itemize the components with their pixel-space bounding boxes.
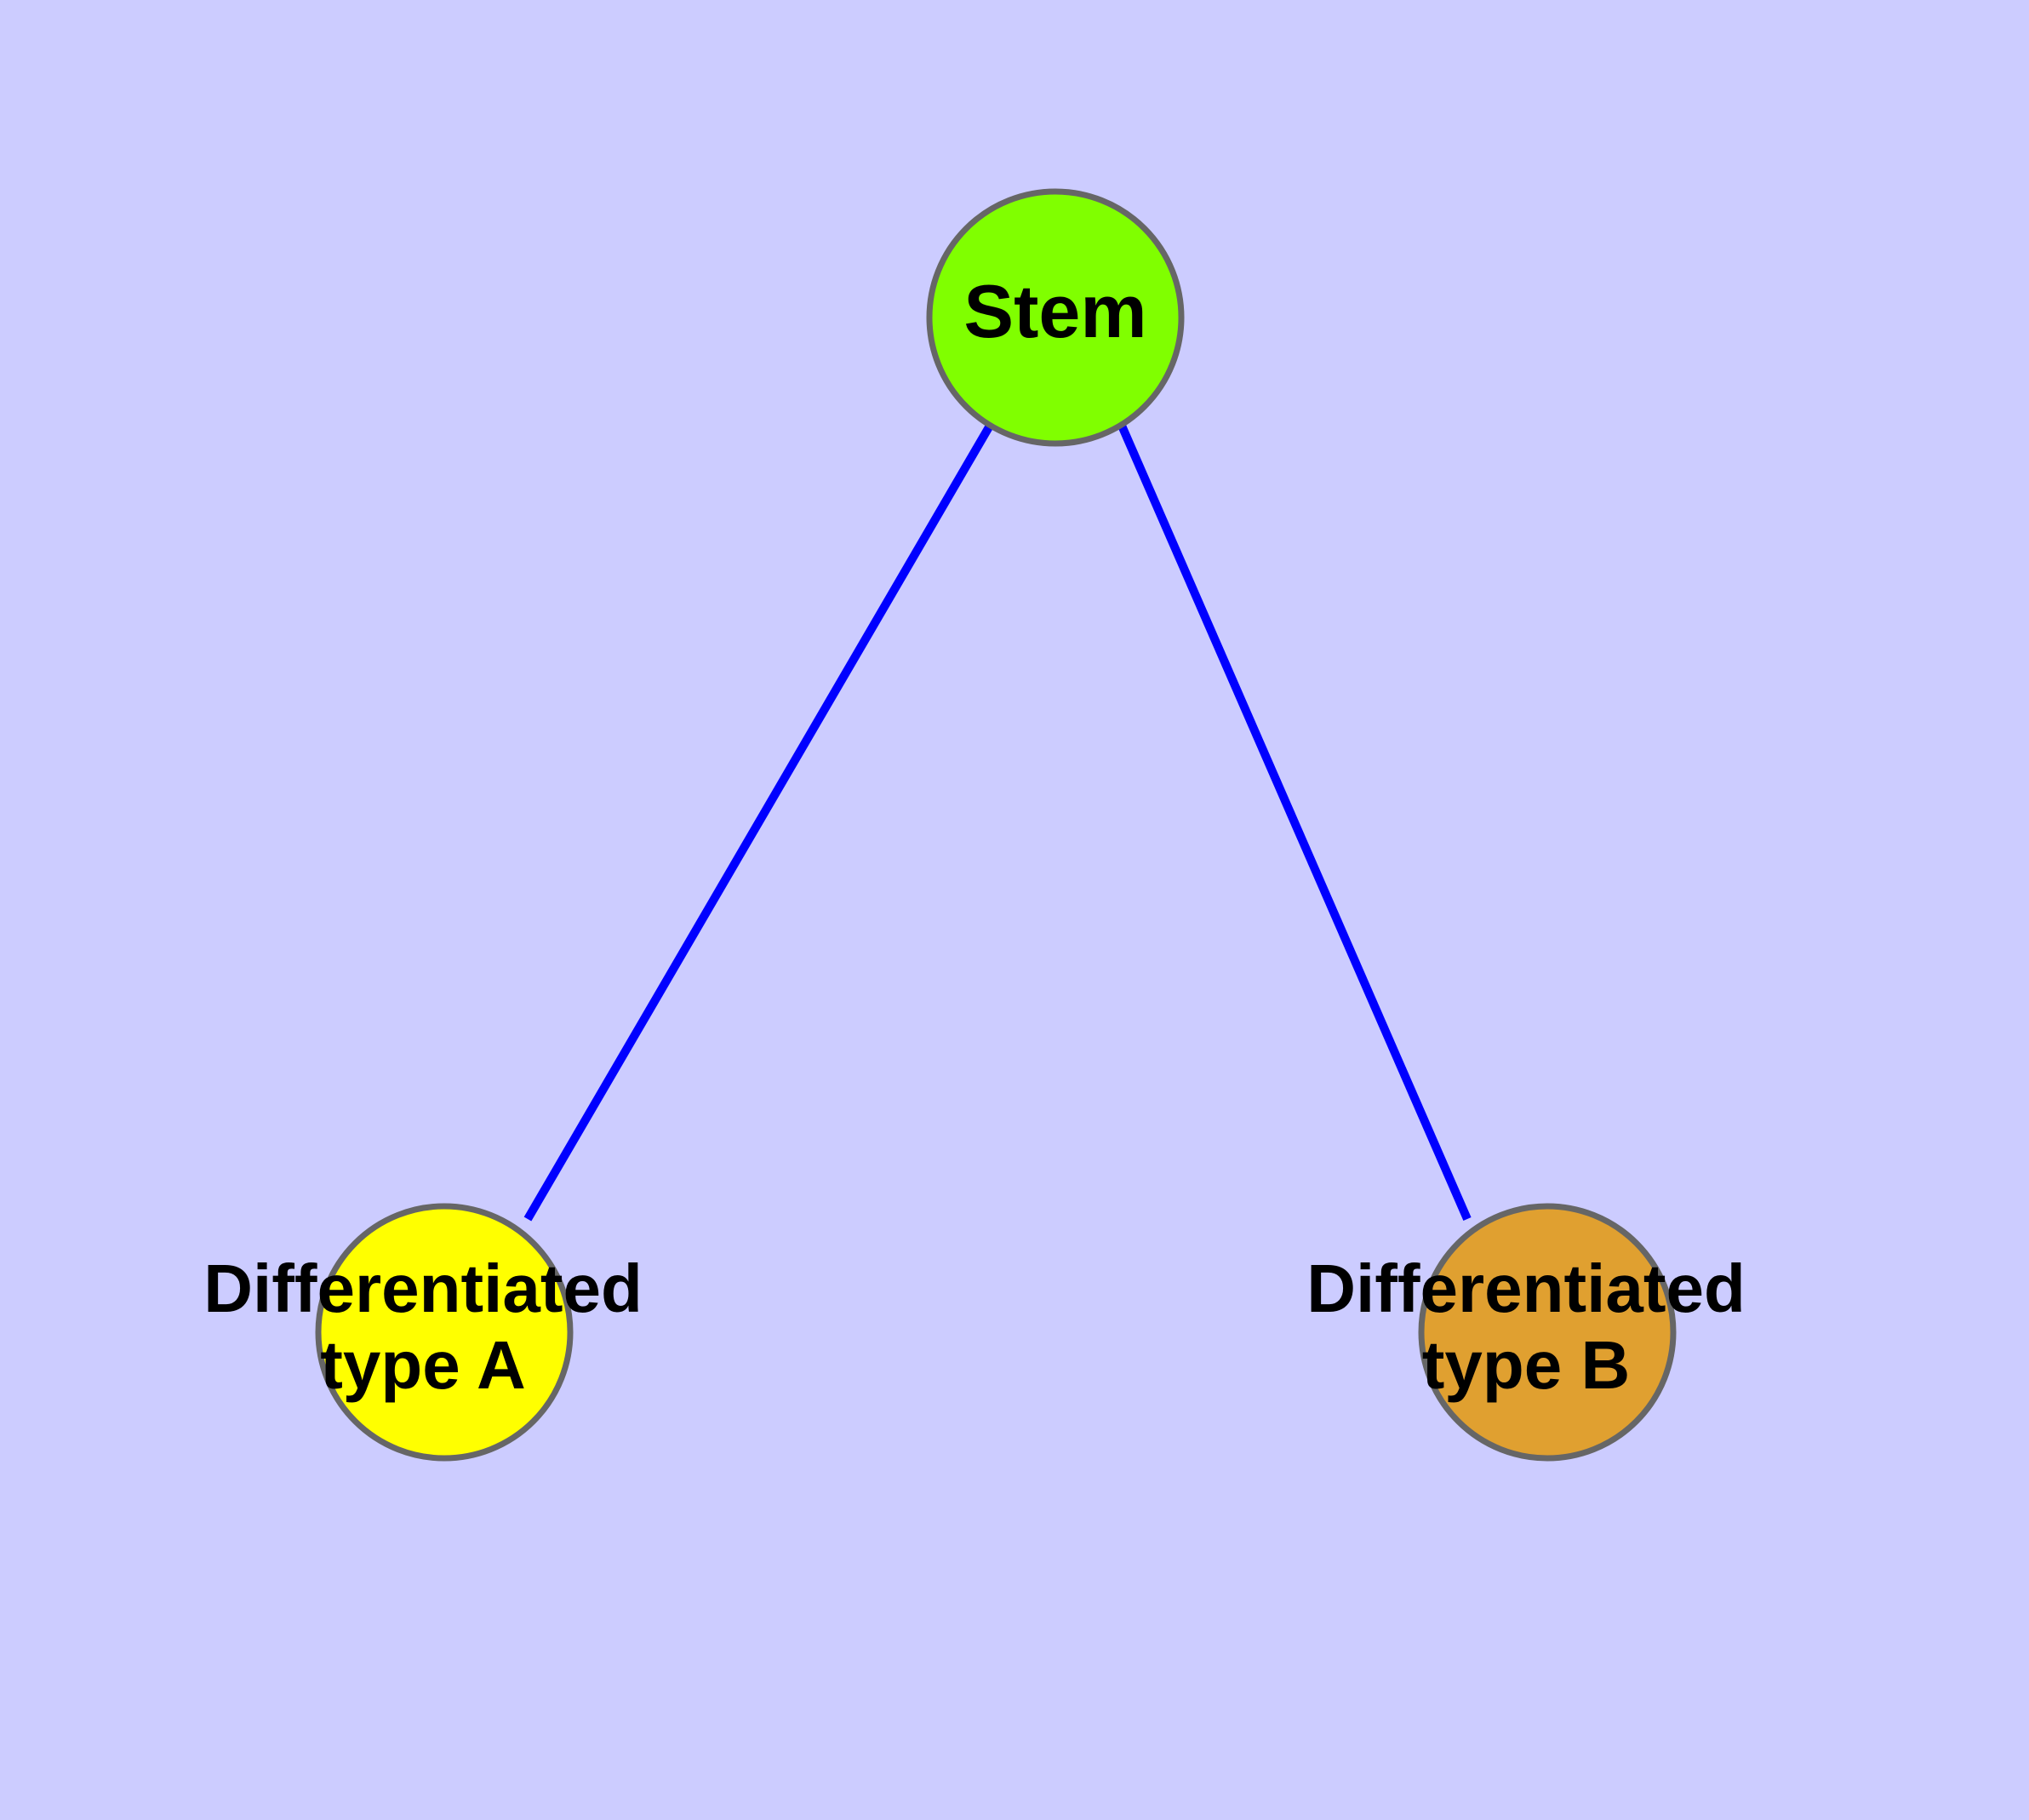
node-label-line: type B: [1422, 1327, 1631, 1403]
nodes-layer: [315, 188, 1677, 1462]
node-label-stem: Stem: [963, 269, 1146, 353]
node-label-line: Differentiated: [1306, 1251, 1746, 1326]
graph-edge-stem-to-b[interactable]: [1117, 424, 1472, 1221]
graph-node-stem[interactable]: [926, 188, 1185, 447]
node-label-line: Stem: [963, 269, 1146, 353]
graph-node-diff_b[interactable]: [1418, 1203, 1677, 1462]
edges-layer: [523, 423, 1472, 1222]
node-label-line: type A: [320, 1327, 526, 1403]
graph-node-diff_a[interactable]: [315, 1203, 574, 1462]
node-label-line: Differentiated: [203, 1251, 643, 1326]
graph-edge-stem-to-a[interactable]: [523, 423, 994, 1222]
